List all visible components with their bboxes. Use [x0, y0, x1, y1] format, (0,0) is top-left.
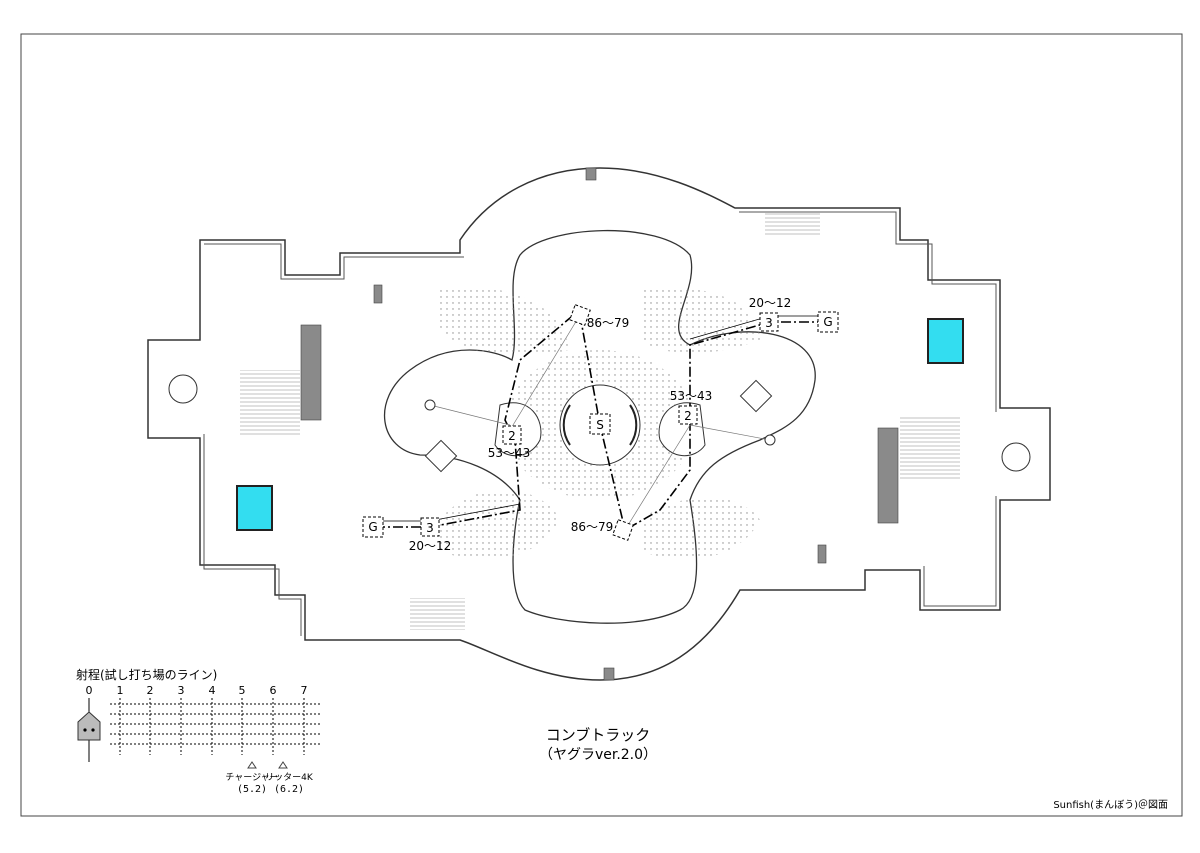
- checkpoint-label: 3: [426, 521, 434, 535]
- checkpoint-range-left-2: 53～43: [488, 446, 531, 460]
- checkpoint-range-right-2: 53～43: [670, 389, 713, 403]
- player-icon: [77, 711, 101, 741]
- legend-tick: 5: [239, 684, 246, 697]
- checkpoint-left-2: 2: [502, 425, 522, 445]
- legend-heading: 射程(試し打ち場のライン): [76, 667, 217, 682]
- spawn-arc-right: [629, 404, 638, 446]
- pillar-right: [1001, 442, 1031, 472]
- goal-left: G: [362, 516, 384, 538]
- legend-tick: 2: [147, 684, 154, 697]
- ramp-right: [900, 415, 960, 480]
- ramp-left: [240, 370, 300, 435]
- ramp-bottom: [410, 598, 465, 630]
- checkpoint-label: 3: [765, 316, 773, 330]
- checkpoint-right-3: 3: [759, 312, 779, 332]
- legend-tick: 6: [270, 684, 277, 697]
- node-left: [424, 399, 436, 411]
- tower-start-bottom-range: 86～79: [571, 520, 614, 534]
- outer-wall-double: [203, 211, 997, 636]
- spawn-label: S: [596, 418, 604, 432]
- page-frame: [20, 33, 1183, 817]
- water-block-left: [236, 485, 273, 531]
- legend-tick: 7: [301, 684, 308, 697]
- sightlines: [429, 314, 771, 531]
- legend-tick: 1: [117, 684, 124, 697]
- spawn-marker: S: [589, 413, 611, 435]
- map-title: コンブトラック: [546, 726, 651, 744]
- map-subtitle: （ヤグラver.2.0）: [539, 747, 657, 763]
- legend-tick: 3: [178, 684, 185, 697]
- tower-start-top-box: [569, 304, 591, 326]
- checkpoint-label: 2: [684, 409, 692, 423]
- diamond-block-left: [424, 439, 458, 473]
- marker-liter: リッター4K (6.2): [265, 761, 314, 795]
- legend-lines: [88, 698, 320, 762]
- legend-ticks: 0 1 2 3 4 5 6 7: [86, 684, 308, 697]
- legend-tick: 4: [209, 684, 216, 697]
- checkpoint-right-2: 2: [678, 405, 698, 425]
- marker-charger-label: チャージャー: [225, 772, 278, 783]
- goal-label: G: [823, 315, 832, 329]
- credit-text: Sunfish(まんぼう)＠図面: [1053, 799, 1168, 811]
- ramp-top: [765, 212, 820, 236]
- spawn-arc-left: [562, 404, 571, 446]
- grey-walls: [300, 167, 899, 681]
- checkpoint-left-3: 3: [420, 517, 440, 537]
- marker-liter-value: (6.2): [274, 784, 304, 795]
- checkpoint-label: 2: [508, 429, 516, 443]
- goal-right: G: [817, 311, 839, 333]
- checkpoint-range-right-3: 20～12: [749, 296, 792, 310]
- water-block-right: [927, 318, 964, 364]
- checkpoint-range-left-3: 20～12: [409, 539, 452, 553]
- diamond-block-right: [739, 379, 773, 413]
- marker-liter-label: リッター4K: [265, 772, 314, 783]
- goal-label: G: [368, 520, 377, 534]
- node-right: [764, 434, 776, 446]
- pillar-left: [168, 374, 198, 404]
- marker-charger-value: (5.2): [237, 784, 267, 795]
- tower-start-top-range: 86～79: [587, 316, 630, 330]
- legend-tick: 0: [86, 684, 93, 697]
- marker-charger: チャージャー (5.2): [225, 761, 279, 795]
- tower-start-bottom-box: [612, 519, 634, 541]
